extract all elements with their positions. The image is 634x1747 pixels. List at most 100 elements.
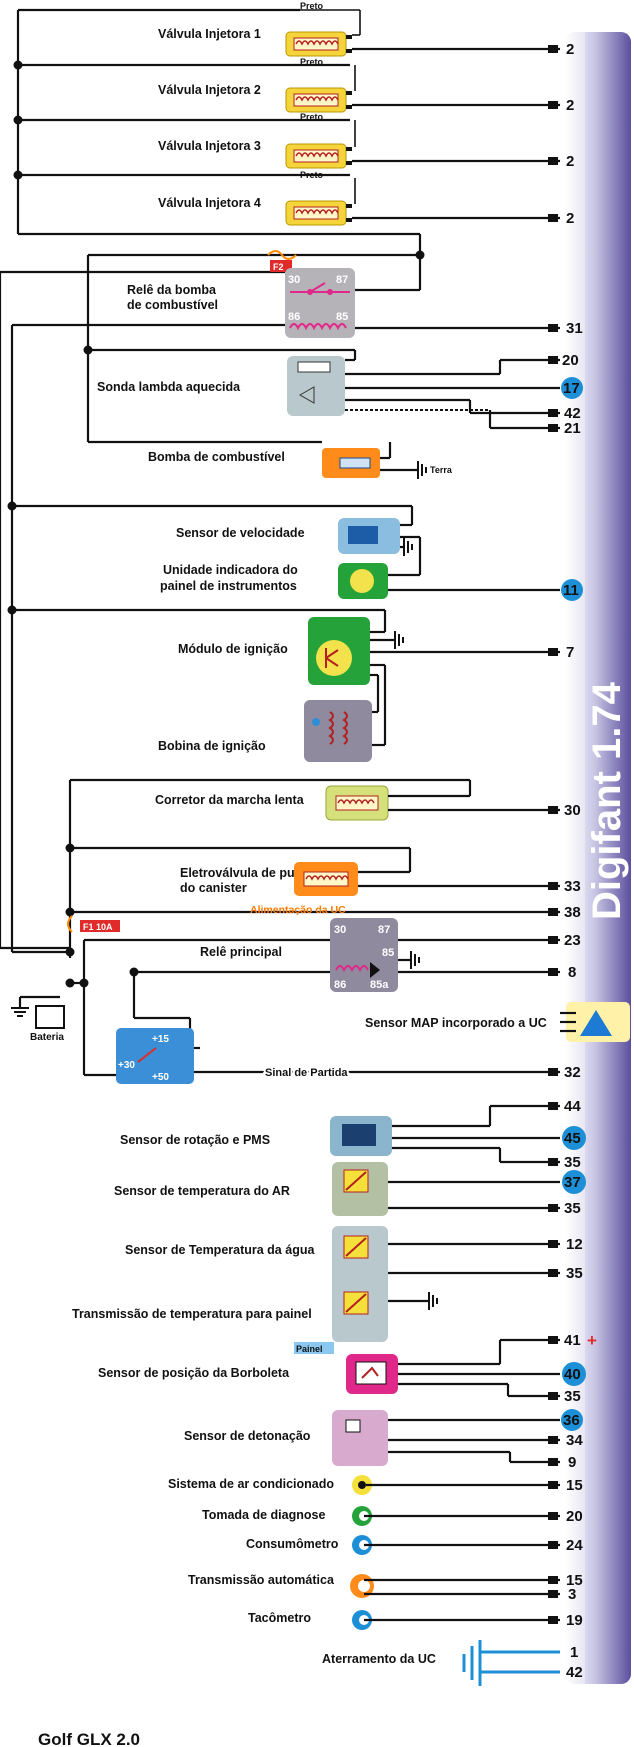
pin-number: 31 <box>566 320 583 337</box>
ac-label: Sistema de ar condicionado <box>168 1477 334 1491</box>
instrument-cluster: Unidade indicadora do painel de instrume… <box>160 563 560 599</box>
pin-number: 2 <box>566 41 574 58</box>
fuel-pump-relay-label-2: de combustível <box>127 298 218 312</box>
panel-label: Painel <box>296 1344 323 1354</box>
pin-number: 21 <box>564 420 581 437</box>
consumption-label: Consumômetro <box>246 1537 339 1551</box>
wire-color-label: Preto <box>300 1 324 11</box>
main-relay-terminal-30: 30 <box>334 924 346 936</box>
pin-number: 3 <box>568 1586 576 1603</box>
ecu-feed-label: Alimentação da UC <box>250 904 346 916</box>
at-label: Transmissão automática <box>188 1573 335 1587</box>
pin-connectors <box>548 45 558 1624</box>
pin-number: 42 <box>566 1664 583 1681</box>
ground-label: Terra <box>430 465 453 475</box>
ignition-coil: Bobina de ignição <box>158 700 372 762</box>
speed-sensor-label: Sensor de velocidade <box>176 526 305 540</box>
pin-number: 11 <box>563 582 579 599</box>
injector-4-label: Válvula Injetora 4 <box>158 196 261 210</box>
pin-number: 33 <box>564 878 581 895</box>
air-temp-label: Sensor de temperatura do AR <box>114 1184 290 1198</box>
purge-valve: Eletroválvula de purga do canister <box>180 862 560 896</box>
pin-number: 8 <box>568 964 576 981</box>
pin-number: 9 <box>568 1454 576 1471</box>
fuse-f2: F2 <box>273 262 284 272</box>
injector-4: Válvula Injetora 4 Preto <box>158 170 560 226</box>
ignition-switch: +15 +30 +50 Sinal de Partida <box>116 1028 560 1084</box>
switch-terminal-30: +30 <box>118 1060 135 1071</box>
wire-color-label: Preto <box>300 112 324 122</box>
wire-color-label: Preto <box>300 57 324 67</box>
cluster-label-2: painel de instrumentos <box>160 579 297 593</box>
ignition-module: Módulo de ignição <box>178 610 560 747</box>
temperature-gauge-sender: Transmissão de temperatura para painel P… <box>72 1291 438 1354</box>
ecu-title: Digifant 1.74 <box>585 681 629 920</box>
pin-number: 20 <box>562 352 579 369</box>
ecu-bar: Digifant 1.74 <box>555 32 631 1684</box>
map-sensor: Sensor MAP incorporado a UC <box>365 1002 630 1042</box>
pin-number: 44 <box>564 1098 581 1115</box>
injector-1-label: Válvula Injetora 1 <box>158 27 261 41</box>
pin-number: 17 <box>563 380 580 397</box>
pin-number: 36 <box>563 1412 580 1429</box>
main-relay-label: Relê principal <box>200 945 282 959</box>
pin-number: 15 <box>566 1572 583 1589</box>
pin-number: 23 <box>564 932 581 949</box>
bus-wires <box>0 8 560 1077</box>
vehicle-model: Golf GLX 2.0 <box>38 1730 140 1747</box>
fuel-pump-relay-label-1: Relê da bomba <box>127 283 217 297</box>
water-temp-sensor: Sensor de Temperatura da água <box>125 1226 560 1342</box>
fuse-f1: F1 10A <box>83 922 113 932</box>
diagnostic-plug: Tomada de diagnose <box>202 1506 560 1526</box>
cluster-label-1: Unidade indicadora do <box>163 563 298 577</box>
main-relay-terminal-87: 87 <box>378 924 390 936</box>
lambda-sensor: Sonda lambda aquecida <box>97 350 560 430</box>
relay-terminal-85: 85 <box>336 311 348 323</box>
main-relay-terminal-85: 85 <box>382 947 394 959</box>
pin-number: 15 <box>566 1477 583 1494</box>
injector-3: Válvula Injetora 3 Preto <box>158 112 560 169</box>
fuel-pump: Bomba de combustível Terra <box>148 442 453 480</box>
pin-number: 24 <box>566 1537 583 1554</box>
pin-number: 40 <box>564 1366 581 1383</box>
battery: Bateria <box>10 995 65 1043</box>
ecu-ground: Aterramento da UC <box>322 1640 560 1686</box>
purge-label-2: do canister <box>180 881 247 895</box>
tps-label: Sensor de posição da Borboleta <box>98 1366 290 1380</box>
pin-number: 30 <box>564 802 581 819</box>
automatic-transmission: Transmissão automática <box>188 1573 560 1598</box>
relay-terminal-87: 87 <box>336 274 348 286</box>
purge-label-1: Eletroválvula de purga <box>180 866 315 880</box>
speed-sensor: Sensor de velocidade <box>176 518 422 575</box>
tachometer: Tacômetro <box>248 1610 560 1630</box>
rpm-sensor-label: Sensor de rotação e PMS <box>120 1133 270 1147</box>
pin-number: 35 <box>564 1388 581 1405</box>
pin-number: 12 <box>566 1236 583 1253</box>
lambda-label: Sonda lambda aquecida <box>97 380 241 394</box>
injector-2-label: Válvula Injetora 2 <box>158 83 261 97</box>
pin-number: 7 <box>566 644 574 661</box>
fuel-pump-relay: F2 Relê da bomba de combustível 30 87 86… <box>127 250 560 338</box>
relay-terminal-30: 30 <box>288 274 300 286</box>
pin-number: 35 <box>564 1200 581 1217</box>
ac-system: Sistema de ar condicionado <box>168 1475 560 1495</box>
pin-number: 1 <box>570 1644 578 1661</box>
ignition-module-label: Módulo de ignição <box>178 642 288 656</box>
ignition-coil-label: Bobina de ignição <box>158 739 266 753</box>
main-relay-terminal-85a: 85a <box>370 979 389 991</box>
main-relay: Relê principal 30 87 85 86 85a <box>200 918 560 992</box>
wire-color-label: Preto <box>300 170 324 180</box>
water-temp-label: Sensor de Temperatura da água <box>125 1243 315 1257</box>
injector-2: Válvula Injetora 2 Preto <box>158 57 560 113</box>
pin-number: 35 <box>564 1154 581 1171</box>
idle-corrector-label: Corretor da marcha lenta <box>155 793 305 807</box>
fuel-pump-label: Bomba de combustível <box>148 450 285 464</box>
injector-3-label: Válvula Injetora 3 <box>158 139 261 153</box>
start-signal-label: Sinal de Partida <box>265 1067 348 1079</box>
pin-number: 35 <box>566 1265 583 1282</box>
switch-terminal-50: +50 <box>152 1072 169 1083</box>
knock-label: Sensor de detonação <box>184 1429 311 1443</box>
air-temp-sensor: Sensor de temperatura do AR <box>114 1162 560 1216</box>
main-relay-terminal-86: 86 <box>334 979 346 991</box>
throttle-position-sensor: Sensor de posição da Borboleta <box>98 1338 560 1398</box>
